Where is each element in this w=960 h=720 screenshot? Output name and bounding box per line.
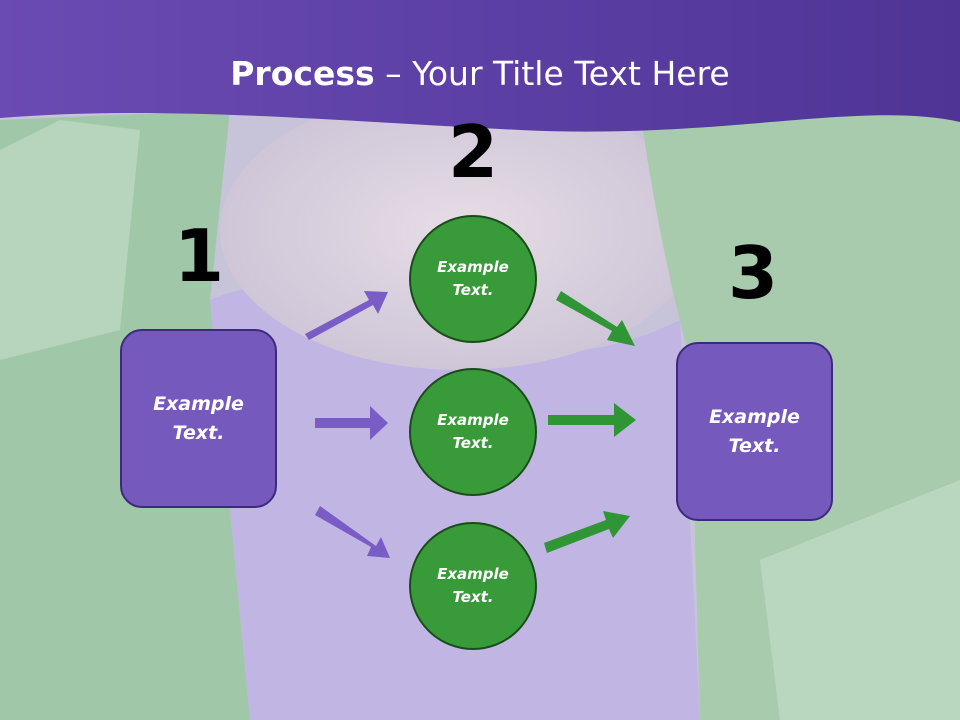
- process-circle-top-line1: Example: [437, 258, 509, 276]
- green-arrow-down: [556, 291, 635, 346]
- step-number-2: 2: [447, 110, 499, 194]
- process-box-right: Example Text.: [676, 342, 833, 521]
- process-box-right-line1: Example: [709, 405, 800, 428]
- process-box-left-line2: Text.: [172, 421, 225, 444]
- green-arrow-straight: [548, 403, 636, 437]
- page-title: Process – Your Title Text Here: [0, 52, 960, 96]
- header-band: [0, 0, 960, 132]
- process-box-right-line2: Text.: [728, 434, 781, 457]
- process-circle-top: Example Text.: [409, 215, 537, 343]
- step-number-1: 1: [173, 214, 225, 298]
- process-circle-middle-line1: Example: [437, 411, 509, 429]
- purple-arrow-straight: [315, 406, 388, 440]
- process-circle-middle: Example Text.: [409, 368, 537, 496]
- step-number-3: 3: [727, 231, 779, 315]
- process-circle-bottom-line2: Text.: [452, 588, 494, 606]
- purple-arrow-up: [305, 291, 388, 340]
- process-circle-bottom-line1: Example: [437, 565, 509, 583]
- process-circle-bottom: Example Text.: [409, 522, 537, 650]
- process-circle-middle-line2: Text.: [452, 434, 494, 452]
- title-bold: Process: [230, 54, 375, 93]
- title-rest: – Your Title Text Here: [374, 54, 730, 93]
- green-arrow-up: [544, 511, 630, 553]
- process-circle-top-line2: Text.: [452, 281, 494, 299]
- purple-arrow-down: [315, 506, 390, 558]
- process-box-left-line1: Example: [153, 392, 244, 415]
- process-box-left: Example Text.: [120, 329, 277, 508]
